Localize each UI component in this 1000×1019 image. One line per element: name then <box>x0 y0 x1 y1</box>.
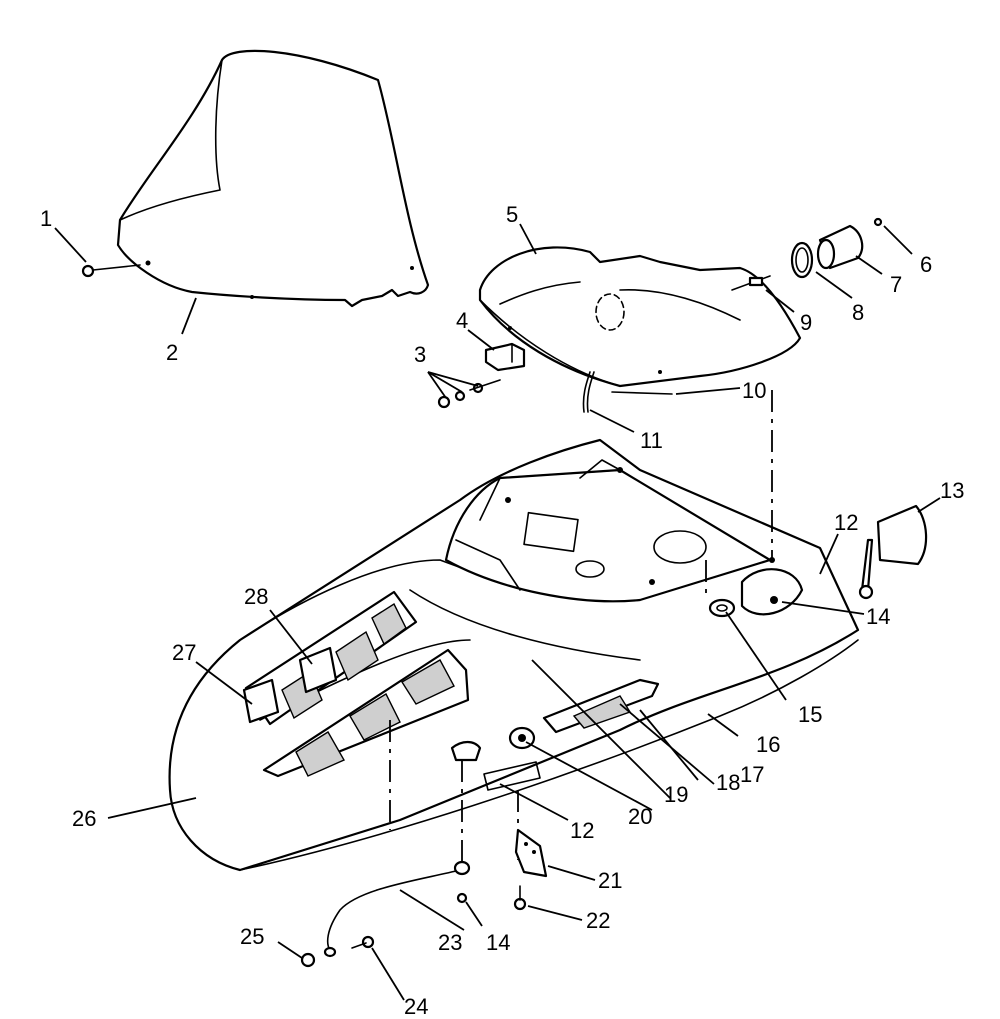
callout-24: 24 <box>404 994 428 1019</box>
tether-bolt <box>351 935 375 949</box>
callout-27: 27 <box>172 640 196 665</box>
gauge-bezel <box>790 241 814 279</box>
latch-screw <box>513 885 527 911</box>
callout-12-lower: 12 <box>570 818 594 843</box>
callout-10: 10 <box>742 378 766 403</box>
callout-6: 6 <box>920 252 932 277</box>
callout-8: 8 <box>852 300 864 325</box>
callout-14-lower: 14 <box>486 930 510 955</box>
callout-15: 15 <box>798 702 822 727</box>
callout-17: 17 <box>740 762 764 787</box>
grommet <box>708 598 736 618</box>
callout-2: 2 <box>166 340 178 365</box>
tether-screw <box>456 892 468 904</box>
callout-3: 3 <box>414 342 426 367</box>
callout-22: 22 <box>586 908 610 933</box>
callout-26: 26 <box>72 806 96 831</box>
mirror <box>858 504 928 600</box>
latch-bracket <box>514 828 548 878</box>
latch-receiver <box>450 740 482 762</box>
callout-labels: 1 2 3 4 5 6 7 8 9 10 11 12 12 13 14 14 1… <box>40 202 964 1019</box>
gauge-bulb <box>873 217 883 227</box>
tether-nut <box>300 952 316 968</box>
callout-11: 11 <box>640 428 663 453</box>
callout-9: 9 <box>800 310 812 335</box>
console-cable <box>731 275 771 291</box>
callout-13: 13 <box>940 478 964 503</box>
callout-21: 21 <box>598 868 622 893</box>
callout-18: 18 <box>716 770 740 795</box>
fastener-set <box>437 379 501 409</box>
console-wire <box>611 391 673 395</box>
hood-dash-panel <box>444 459 775 603</box>
callout-19: 19 <box>664 782 688 807</box>
center-vent-strip <box>262 648 470 778</box>
hood-tether <box>323 860 471 958</box>
callout-4: 4 <box>456 308 468 333</box>
callout-28: 28 <box>244 584 268 609</box>
callout-1: 1 <box>40 206 52 231</box>
leader-lines <box>54 223 941 1001</box>
callout-14-upper: 14 <box>866 604 890 629</box>
callout-23: 23 <box>438 930 462 955</box>
vent-insert-left <box>242 678 280 724</box>
callout-16: 16 <box>756 732 780 757</box>
console-bracket <box>484 342 526 372</box>
console-harness <box>582 371 595 413</box>
label-12-lower <box>483 761 541 791</box>
windshield <box>116 49 430 308</box>
callout-20: 20 <box>628 804 652 829</box>
gauge <box>816 224 864 270</box>
instrument-console <box>478 246 802 388</box>
callout-5: 5 <box>506 202 518 227</box>
windshield-screw <box>81 264 141 278</box>
callout-25: 25 <box>240 924 264 949</box>
callout-12-upper: 12 <box>834 510 858 535</box>
callout-7: 7 <box>890 272 902 297</box>
